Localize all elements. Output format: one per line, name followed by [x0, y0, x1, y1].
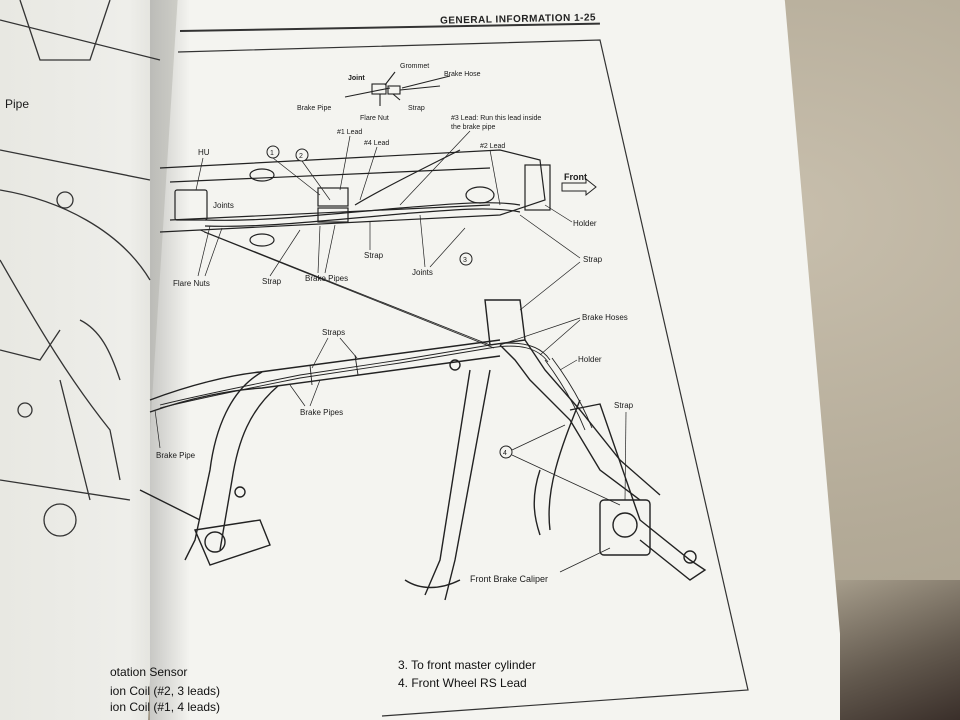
joint-brake-pipe-label: Brake Pipe	[297, 105, 331, 112]
lead3-label-line2: the brake pipe	[451, 124, 495, 131]
brake-hose-label: Brake Hose	[444, 71, 481, 78]
page-frame	[177, 39, 749, 717]
callout-3	[459, 252, 473, 266]
joint-detail	[344, 71, 451, 106]
strap-a-label: Strap	[262, 277, 282, 286]
flare-nut-label: Flare Nut	[360, 115, 389, 122]
frame-drawing	[139, 299, 707, 601]
top-leaders	[195, 130, 581, 311]
holder-top-label: Holder	[573, 219, 597, 228]
callout-2-label: 2	[299, 153, 303, 160]
front-arrow-icon	[561, 177, 597, 197]
right-page	[150, 0, 840, 720]
strap-c-label: Strap	[583, 255, 603, 264]
callout-4	[499, 445, 513, 459]
brake-pipes-top-label: Brake Pipes	[305, 274, 348, 283]
lead3-label-line1: #3 Lead: Run this lead inside	[451, 115, 541, 122]
joint-label: Joint	[348, 75, 365, 82]
joints-mid-label: Joints	[412, 268, 433, 277]
front-brake-caliper-label: Front Brake Caliper	[470, 574, 548, 584]
legend-left-3: ion Coil (#1, 4 leads)	[110, 700, 221, 714]
left-pipe-label: Pipe	[5, 97, 29, 111]
joints-left-label: Joints	[213, 201, 234, 210]
straps-label: Straps	[322, 328, 345, 337]
lead2-label: #2 Lead	[480, 143, 505, 150]
lead1-label: #1 Lead	[337, 129, 362, 136]
legend-left-1: otation Sensor	[110, 665, 188, 679]
holder-mid-label: Holder	[578, 355, 602, 364]
callout-1-label: 1	[270, 150, 274, 157]
strap-d-label: Strap	[614, 401, 634, 410]
brake-pipes-mid-label: Brake Pipes	[300, 408, 343, 417]
grommet-label: Grommet	[400, 63, 429, 70]
legend-right-2: 4. Front Wheel RS Lead	[398, 676, 527, 690]
brake-hoses-label: Brake Hoses	[582, 313, 628, 322]
callout-3-label: 3	[463, 257, 467, 264]
front-label: Front	[564, 172, 587, 182]
book-gutter	[150, 0, 190, 720]
top-assembly	[159, 149, 551, 247]
lead4-label: #4 Lead	[364, 140, 389, 147]
mid-leaders	[154, 317, 627, 573]
joint-strap-label: Strap	[408, 105, 425, 112]
flare-nuts-label: Flare Nuts	[173, 279, 210, 288]
brake-pipes-drawing	[159, 229, 593, 431]
callout-4-label: 4	[503, 450, 507, 457]
brake-pipe-left-label: Brake Pipe	[156, 451, 196, 460]
left-page-drawing	[0, 0, 161, 537]
legend-right-1: 3. To front master cylinder	[398, 658, 536, 672]
strap-b-label: Strap	[364, 251, 384, 260]
legend-left-2: ion Coil (#2, 3 leads)	[110, 684, 221, 698]
hu-label: HU	[198, 148, 210, 157]
